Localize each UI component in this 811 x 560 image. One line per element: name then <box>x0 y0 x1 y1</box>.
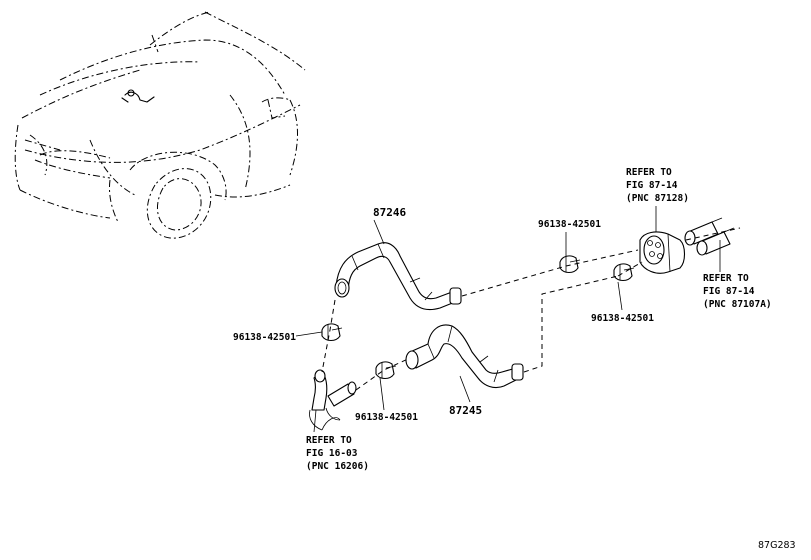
engine-pipes <box>309 369 357 431</box>
reference-valve-line2: FIG 87-14 <box>626 180 678 191</box>
reference-engine-line2: FIG 16-03 <box>306 448 358 459</box>
reference-heater: REFER TO FIG 87-14 (PNC 87107A) <box>703 273 772 310</box>
clamp-right <box>613 263 635 282</box>
hose-87246 <box>334 242 462 311</box>
car-outline <box>14 11 306 239</box>
clamp-lower <box>375 361 397 380</box>
callout-clamp-right: 96138-42501 <box>591 313 654 324</box>
clamp-left <box>321 323 343 342</box>
reference-heater-line3: (PNC 87107A) <box>703 299 772 310</box>
callout-clamp-left: 96138-42501 <box>233 332 296 343</box>
leader-lines <box>295 206 721 433</box>
heater-pipes <box>684 217 735 256</box>
reference-heater-line1: REFER TO <box>703 273 749 284</box>
connection-lines <box>321 227 741 391</box>
reference-engine-line3: (PNC 16206) <box>306 461 369 472</box>
callout-clamp-lower: 96138-42501 <box>355 412 418 423</box>
reference-valve-line3: (PNC 87128) <box>626 193 689 204</box>
reference-valve-line1: REFER TO <box>626 167 672 178</box>
valve-assembly <box>639 231 686 274</box>
callout-clamp-upper-mid: 96138-42501 <box>538 219 601 230</box>
callout-87245: 87245 <box>449 404 482 417</box>
hose-87245 <box>405 324 524 389</box>
reference-engine-line1: REFER TO <box>306 435 352 446</box>
figure-id: 87G283 <box>758 540 796 551</box>
reference-engine: REFER TO FIG 16-03 (PNC 16206) <box>306 435 369 472</box>
clamp-upper-mid <box>559 255 581 274</box>
reference-heater-line2: FIG 87-14 <box>703 286 755 297</box>
reference-valve: REFER TO FIG 87-14 (PNC 87128) <box>626 167 689 204</box>
callout-87246: 87246 <box>373 206 406 219</box>
